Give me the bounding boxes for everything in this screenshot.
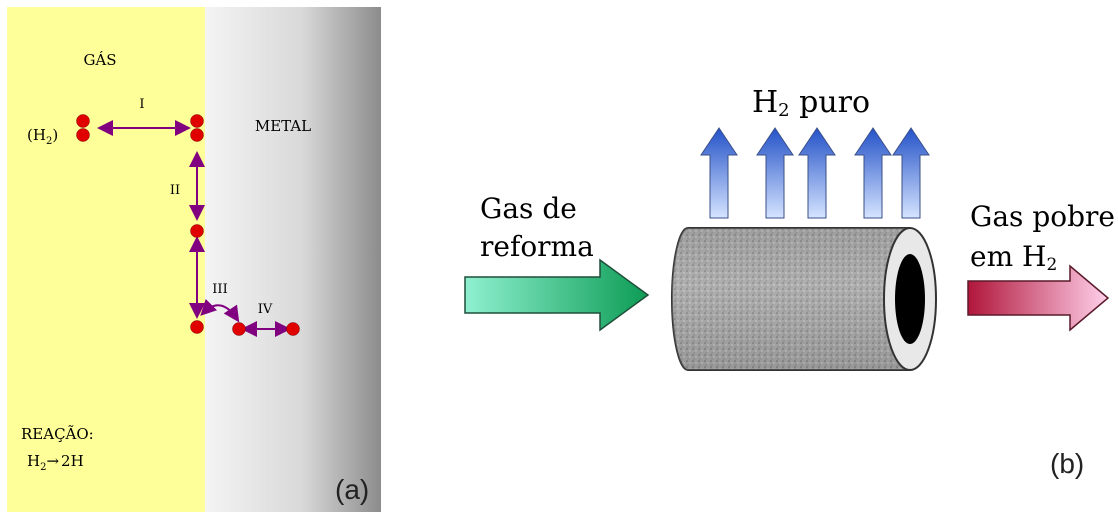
gas-region [7, 7, 205, 512]
panel-a-tag: (a) [335, 474, 369, 505]
h-atom [232, 322, 246, 336]
h-atom [76, 128, 90, 142]
h-atom [190, 224, 204, 238]
gas-de-reforma-line2: reforma [480, 230, 594, 263]
membrane-diagram: H2 puro Gas de reforma Gas pobre em H2 (… [464, 85, 1115, 479]
h2-up-arrow [854, 127, 892, 219]
step-iii-arrow [200, 298, 240, 323]
h-atom [190, 128, 204, 142]
panel-b-tag: (b) [1050, 448, 1084, 479]
gas-label: GÁS [83, 51, 116, 69]
reaction-equation: H2→2H [27, 452, 84, 473]
outlet-arrow [967, 264, 1110, 332]
step-label-i: I [139, 97, 144, 112]
h2-up-arrow [756, 127, 794, 219]
permeate-arrows [700, 127, 930, 219]
h2-up-arrow [798, 127, 836, 219]
metal-region [205, 7, 381, 512]
h-atom [76, 114, 90, 128]
step-label-iv: IV [258, 302, 273, 317]
mechanism-diagram: GÁS METAL (H2) I II III IV REAÇÃO: H2→2H… [7, 7, 381, 512]
gas-de-reforma-line1: Gas de [480, 192, 577, 225]
gas-pobre-line1: Gas pobre [970, 200, 1115, 233]
metal-label: METAL [255, 117, 311, 135]
inlet-arrow [464, 258, 650, 332]
membrane-tube [671, 227, 937, 371]
panel-a-mechanism: GÁS METAL (H2) I II III IV REAÇÃO: H2→2H… [7, 7, 381, 512]
step-label-iii: III [212, 282, 227, 297]
step-label-ii: II [170, 183, 180, 198]
reaction-title: REAÇÃO: [21, 425, 94, 443]
gas-pobre-line2: em H2 [970, 240, 1057, 275]
h2-molecule-label: (H2) [27, 126, 58, 147]
h-atom [190, 320, 204, 334]
h-atom [286, 322, 300, 336]
h-atom [190, 114, 204, 128]
h2-up-arrow [700, 127, 738, 219]
h2-puro-label: H2 puro [752, 85, 870, 121]
tube-bore [895, 254, 925, 344]
h2-up-arrow [892, 127, 930, 219]
